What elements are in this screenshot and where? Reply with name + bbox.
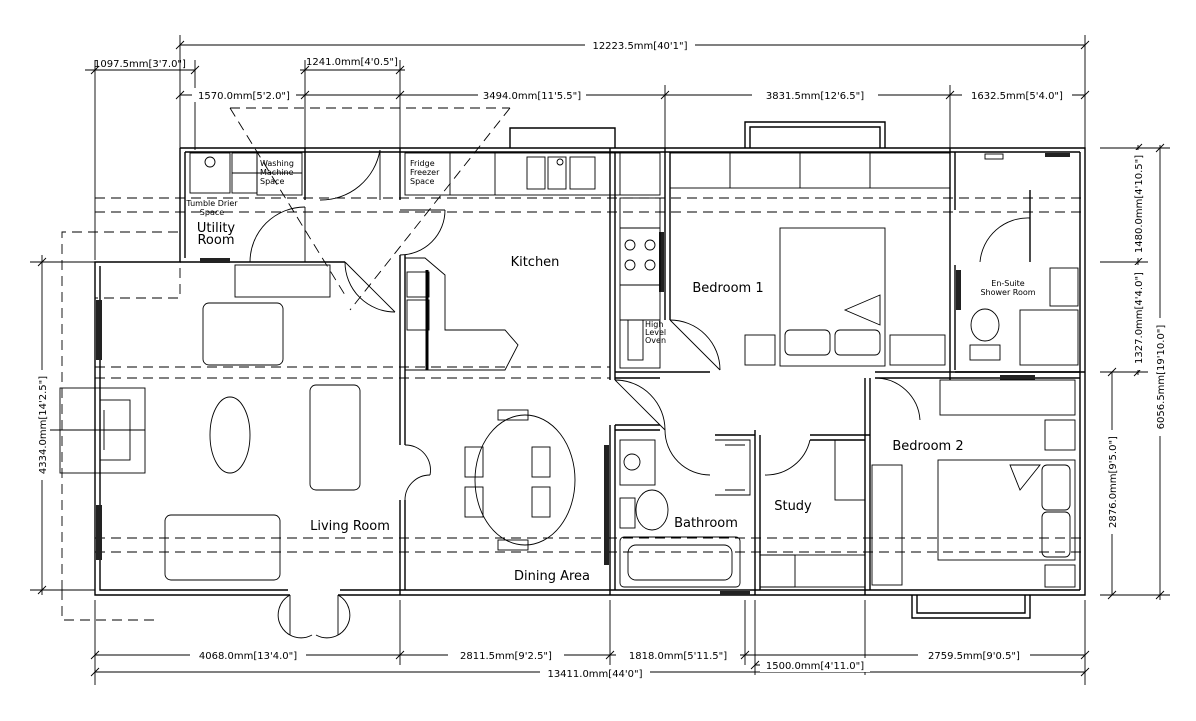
dim-right-mid: 1327.0mm[4'4.0"]: [1134, 272, 1145, 364]
fridge-label-3: Space: [410, 177, 434, 186]
room-label-ensuite-1: En-Suite: [991, 279, 1025, 288]
dim-top-3: 3831.5mm[12'6.5"]: [766, 91, 864, 102]
oven-label-2: Level: [645, 328, 666, 337]
room-label-dining: Dining Area: [514, 569, 590, 584]
dim-overall-bottom: 13411.0mm[44'0"]: [547, 669, 642, 680]
oven-label-1: High: [645, 320, 663, 329]
room-label-kitchen: Kitchen: [511, 255, 560, 270]
dim-bottom-3: 1818.0mm[5'11.5"]: [629, 651, 727, 662]
bathroom-fixtures: [619, 439, 751, 588]
doors: [249, 149, 1031, 639]
washing-label-3: Space: [260, 177, 284, 186]
exterior-walls: [94, 121, 1086, 619]
dim-bottom-2: 2811.5mm[9'2.5"]: [460, 651, 552, 662]
dim-right-bottom: 2876.0mm[9'5.0"]: [1108, 436, 1119, 528]
dim-top-1: 1570.0mm[5'2.0"]: [198, 91, 290, 102]
living-fixtures: [50, 302, 361, 581]
room-label-bathroom: Bathroom: [674, 516, 738, 531]
radiators: [96, 153, 1070, 595]
washing-label-1: Washing: [260, 159, 294, 168]
interior-walls: [180, 148, 1085, 595]
dim-top-4: 1632.5mm[5'4.0"]: [971, 91, 1063, 102]
dim-bottom-5: 2759.5mm[9'0.5"]: [928, 651, 1020, 662]
tumble-label-2: Space: [200, 208, 224, 217]
dim-left-height: 4334.0mm[14'2.5"]: [38, 376, 49, 474]
dim-top-left-a: 1097.5mm[3'7.0"]: [94, 59, 186, 70]
study-fixtures: [759, 439, 866, 588]
dim-bottom-4: 1500.0mm[4'11.0"]: [766, 661, 864, 672]
room-label-utility-2: Room: [197, 233, 234, 248]
dim-overall-top: 12223.5mm[40'1"]: [592, 41, 687, 52]
oven-label-3: Oven: [645, 336, 666, 345]
utility-fixtures: [189, 152, 331, 298]
tumble-label-1: Tumble Drier: [185, 199, 238, 208]
dim-right-top: 1480.0mm[4'10.5"]: [1134, 155, 1145, 253]
fridge-label-2: Freezer: [410, 168, 440, 177]
room-label-bedroom2: Bedroom 2: [892, 439, 963, 454]
room-label-living: Living Room: [310, 519, 390, 534]
bedroom1-fixtures: [669, 152, 951, 367]
ensuite-fixtures: [969, 153, 1079, 366]
dimension-ticks: [37, 40, 1165, 677]
dashed-outlines: [61, 107, 1085, 621]
room-label-bedroom1: Bedroom 1: [692, 281, 763, 296]
fridge-label-1: Fridge: [410, 159, 435, 168]
bedroom2-fixtures: [871, 379, 1076, 588]
room-label-utility-1: Utility: [197, 221, 236, 236]
dim-bottom-1: 4068.0mm[13'4.0"]: [199, 651, 297, 662]
dining-fixtures: [464, 409, 576, 551]
washing-label-2: Machine: [260, 168, 294, 177]
dim-top-left-b: 1241.0mm[4'0.5"]: [306, 57, 398, 68]
dim-top-2: 3494.0mm[11'5.5"]: [483, 91, 581, 102]
room-label-study: Study: [774, 499, 812, 514]
kitchen-fixtures: [404, 152, 661, 371]
room-label-ensuite-2: Shower Room: [980, 288, 1035, 297]
dim-right-overall: 6056.5mm[19'10.0"]: [1156, 325, 1167, 430]
